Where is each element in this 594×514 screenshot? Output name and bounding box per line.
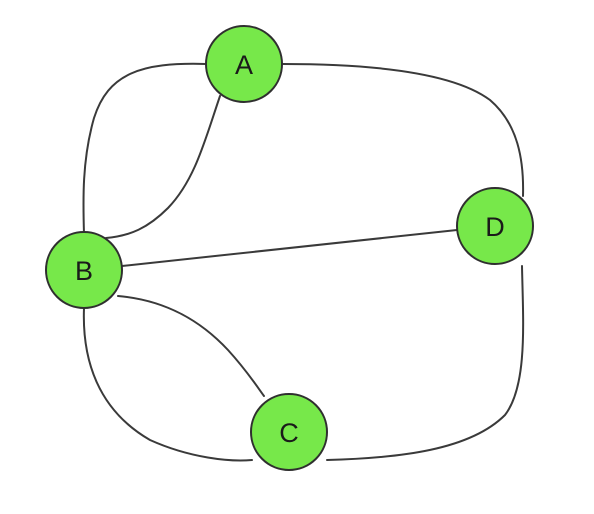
node-a[interactable]: A bbox=[205, 25, 283, 103]
node-c[interactable]: C bbox=[250, 393, 328, 471]
nodes: A B C D bbox=[45, 25, 534, 471]
edge-b-c-upper bbox=[117, 295, 265, 397]
edge-b-c-lower bbox=[82, 307, 253, 462]
node-d[interactable]: D bbox=[456, 187, 534, 265]
node-b[interactable]: B bbox=[45, 231, 123, 309]
node-a-circle bbox=[205, 25, 283, 103]
node-b-circle bbox=[45, 231, 123, 309]
node-b-label: B bbox=[75, 256, 93, 286]
edge-a-b-outer bbox=[82, 62, 207, 235]
edge-b-d bbox=[121, 229, 458, 267]
node-a-label: A bbox=[235, 50, 253, 80]
node-d-circle bbox=[456, 187, 534, 265]
node-c-circle bbox=[250, 393, 328, 471]
edge-a-b-inner bbox=[105, 95, 221, 239]
node-d-label: D bbox=[485, 212, 505, 242]
edge-c-d bbox=[326, 265, 525, 461]
edge-a-d bbox=[282, 63, 525, 197]
edges bbox=[82, 62, 525, 462]
node-c-label: C bbox=[279, 418, 299, 448]
